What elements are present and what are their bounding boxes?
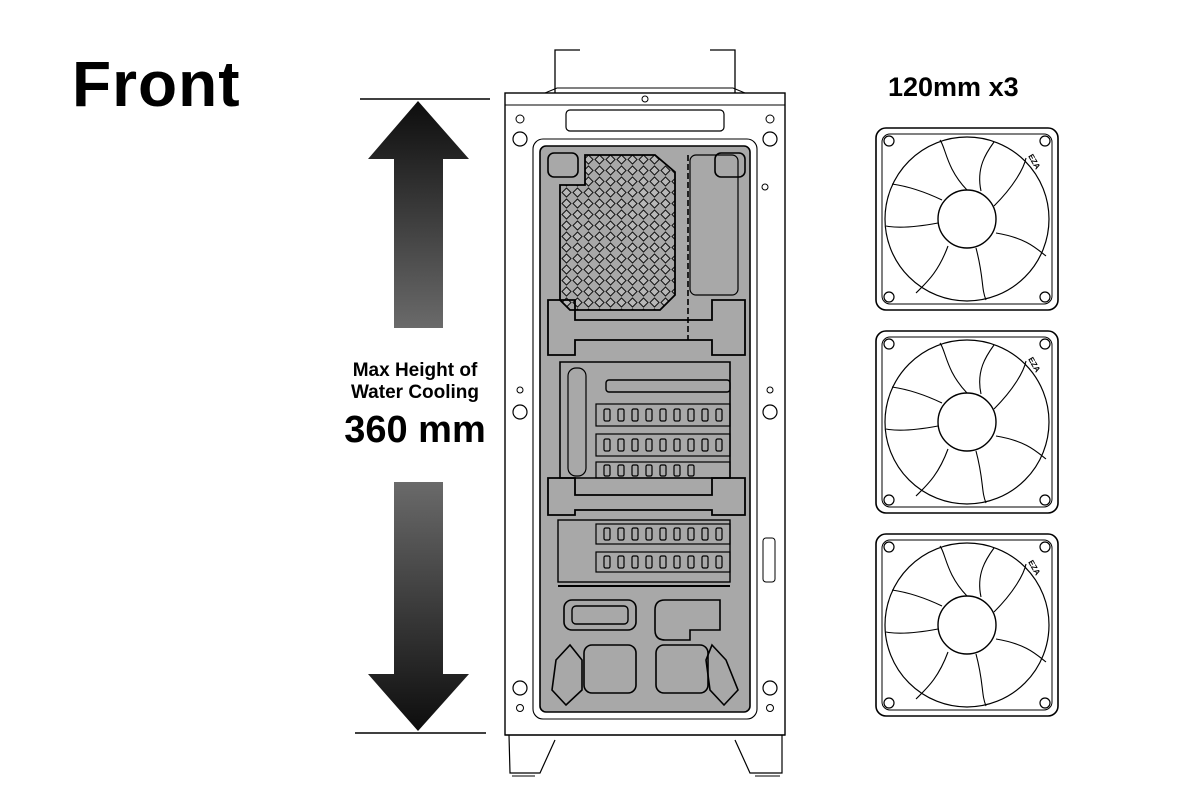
radiator-height-label: Max Height of Water Cooling 360 mm [330,360,500,452]
mesh-vent [559,154,676,311]
dimension-value: 360 mm [344,409,486,451]
height-dimension-indicator [355,98,490,734]
view-title: Front [72,48,241,120]
dimension-line2: Water Cooling [350,382,480,403]
arrow-up-icon [368,101,469,328]
fan-icon [875,330,1059,514]
pc-case-front-view [504,49,786,777]
arrow-down-icon [368,482,469,731]
fan-stack [875,127,1059,717]
fan-icon [875,533,1059,717]
fan-spec-label: 120mm x3 [888,72,1019,102]
expansion-slot-vents [603,408,723,477]
dimension-line1: Max Height of [352,360,478,381]
fan-icon [875,127,1059,311]
